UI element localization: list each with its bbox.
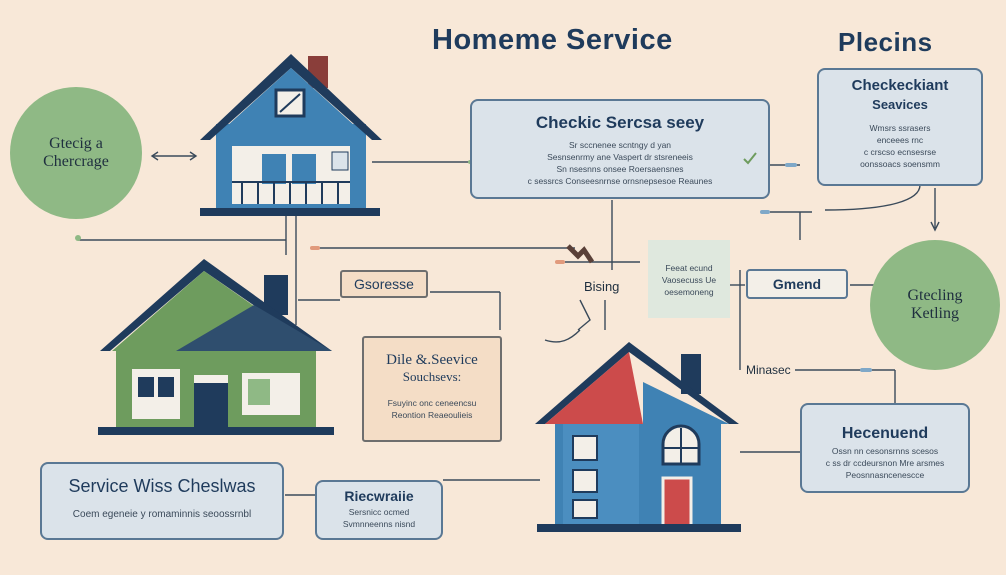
page-title-right: Plecins: [838, 27, 933, 57]
service-wiss-box: Service Wiss Cheslwas Coem egeneie y rom…: [40, 462, 284, 540]
minasec-label: Minasec: [746, 363, 791, 377]
choose-label: Gsoresse: [354, 276, 414, 292]
checklist-top-heading: Checkic Sercsa seey: [535, 113, 705, 132]
checklist-right-heading: Checkeckiant: [851, 77, 949, 94]
service-wiss-heading: Service Wiss Cheslwas: [68, 476, 256, 496]
checklist-right-subheading: Seavices: [872, 97, 928, 112]
checklist-right-line4: oonssoacs soensmm: [860, 159, 940, 169]
page-title: Homeme Service: [432, 24, 673, 56]
center-note-line2: Vaosecuss Ue: [661, 275, 717, 285]
hecenuend-line3: Peosnnasncenescce: [845, 470, 925, 480]
checklist-top-line2: Sesnsenrmy ane Vaspert dr stsreneeis: [547, 152, 693, 162]
center-note: Feeat ecund Vaosecuss Ue oesemoneng: [648, 240, 730, 318]
rewrite-heading: Riecwraiie: [344, 488, 414, 504]
left-circle-line2: Chercrage: [43, 153, 109, 170]
checklist-right-line3: c crscso ecnsesrse: [863, 147, 937, 157]
hecenuend-heading: Hecenuend: [841, 425, 929, 442]
checklist-top-line1: Sr sccnenee scntngy d yan: [568, 140, 672, 150]
rewrite-box: Riecwraiie Sersnicc ocmed Svmnneenns nis…: [315, 480, 443, 540]
right-circle-line2: Ketling: [911, 305, 959, 322]
left-circle: Gtecig a Chercrage: [10, 87, 142, 219]
center-note-line1: Feeat ecund: [665, 263, 713, 273]
check-icon: [743, 152, 757, 165]
checklist-right-line1: Wmsrs ssrasers: [869, 123, 931, 133]
right-circle-line1: Gtecling: [907, 287, 963, 304]
right-circle: Gtecling Ketling: [870, 240, 1000, 370]
hecenuend-box: Hecenuend Ossn nn cesonsrnns scesos c ss…: [800, 403, 970, 493]
left-circle-line1: Gtecig a: [49, 135, 103, 152]
hammer-icon: [566, 244, 595, 264]
dile-service-heading1: Dile &.Seevice: [386, 352, 478, 368]
blue-house-icon: [200, 54, 382, 216]
dile-service-line1: Fsuyinc onc ceneencsu: [387, 398, 477, 408]
dile-service-line2: Reontion Reaeoulieis: [391, 410, 473, 420]
checklist-right-box: Checkeckiant Seavices Wmsrs ssrasers enc…: [817, 68, 983, 186]
checklist-top-line3: Sn nsesnns onsee Roersaensnes: [556, 164, 684, 174]
hecenuend-line2: c ss dr ccdeursnon Mre arsmes: [825, 458, 945, 468]
gmend-box: Gmend: [746, 269, 848, 299]
service-wiss-line1: Coem egeneie y romaminnis seoossrnbl: [72, 509, 252, 520]
dile-service-box: Dile &.Seevice Souchsevs: Fsuyinc onc ce…: [362, 336, 502, 442]
red-house-icon: [535, 342, 741, 532]
green-house-icon: [98, 259, 334, 435]
choose-label-box: Gsoresse: [340, 270, 428, 298]
dile-service-heading2: Souchsevs:: [402, 369, 462, 384]
rewrite-line1: Sersnicc ocmed: [348, 507, 410, 517]
gmend-label: Gmend: [772, 276, 822, 292]
bising-label: Bising: [584, 279, 620, 294]
hecenuend-line1: Ossn nn cesonsrnns scesos: [831, 446, 939, 456]
checklist-top-line4: c sessrcs Conseesnrnse ornsnepsesoe Reau…: [527, 176, 713, 186]
rewrite-line2: Svmnneenns nisnd: [342, 519, 416, 529]
center-note-line3: oesemoneng: [664, 287, 714, 297]
checklist-top-box: Checkic Sercsa seey Sr sccnenee scntngy …: [470, 99, 770, 199]
checklist-right-line2: enceees rnc: [876, 135, 924, 145]
